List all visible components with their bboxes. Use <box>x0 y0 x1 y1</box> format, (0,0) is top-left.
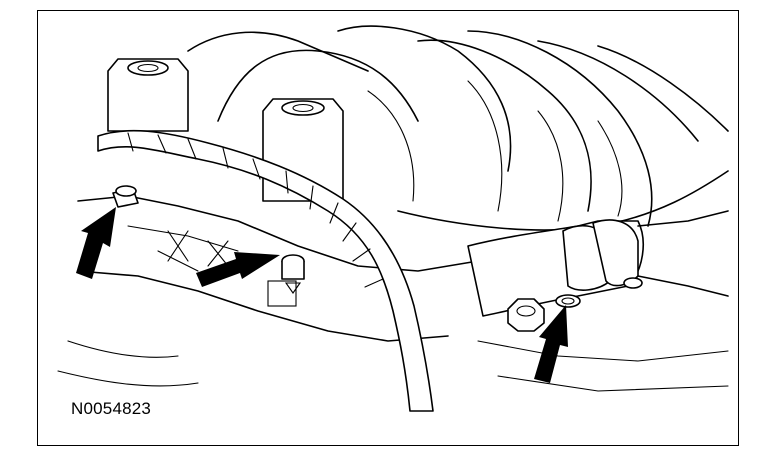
nut-right <box>555 294 581 308</box>
bolt-far-right <box>623 277 643 289</box>
arrow-center-bolt <box>196 252 280 287</box>
bolt-left <box>112 185 139 208</box>
lower-flange <box>57 195 509 387</box>
diagram-frame: N0054823 <box>37 10 739 446</box>
hex-bolt-right <box>507 298 545 332</box>
figure-id-label: N0054823 <box>71 399 152 418</box>
arrow-left-bolt <box>76 207 116 279</box>
manifold-boss-upper <box>107 58 189 132</box>
intake-manifold <box>187 25 729 231</box>
wiring-harness <box>97 129 434 412</box>
engine-line-drawing <box>57 25 729 412</box>
arrow-right-bolt <box>534 305 568 383</box>
bolt-center <box>281 254 305 294</box>
right-pipe-clamp <box>467 210 729 392</box>
